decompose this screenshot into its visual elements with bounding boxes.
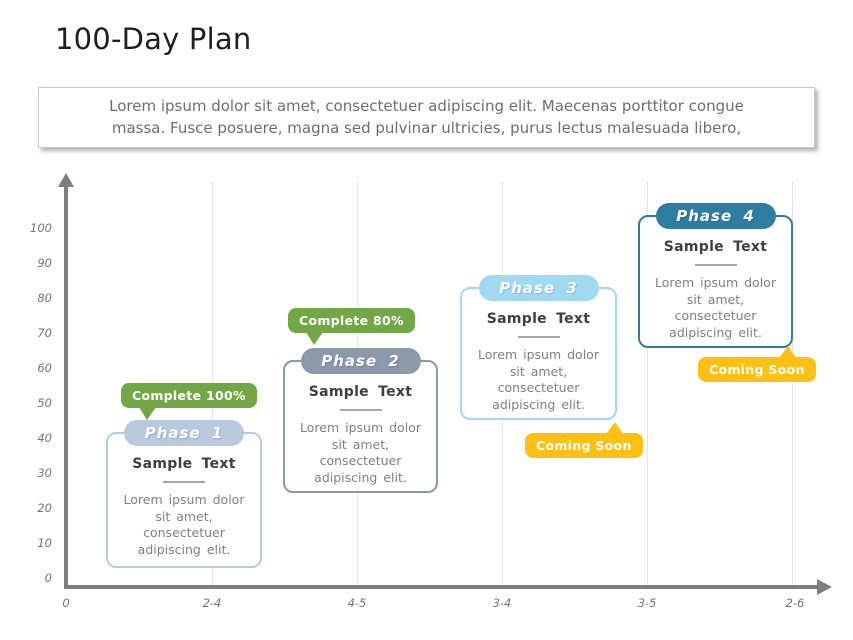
y-axis-arrow-icon [58,173,74,187]
x-axis-arrow-icon [817,579,832,595]
phase-3-status-badge: Coming Soon [525,422,643,458]
x-tick-label: 2-4 [202,596,222,610]
phase-2-header-pill: Phase 2 [300,348,421,374]
phase-4-header-pill: Phase 4 [655,203,776,229]
phase-4-body: Lorem ipsum dolor sit amet, consectetuer… [655,275,776,340]
page-title: 100-Day Plan [55,22,252,56]
phase-1-body: Lorem ipsum dolor sit amet, consectetuer… [123,492,245,557]
phase-1-title: Sample Text [132,456,236,472]
phase-3-header-pill: Phase 3 [478,275,599,301]
phase-4-title: Sample Text [663,239,768,255]
y-tick-label: 20 [37,501,52,515]
y-tick-label: 10 [37,536,52,550]
subtitle-box: Lorem ipsum dolor sit amet, consectetuer… [38,87,815,148]
phase-2-title: Sample Text [308,384,413,400]
gridline [792,182,793,586]
phase-3-title: Sample Text [486,311,591,327]
y-tick-label: 70 [37,326,52,340]
phase-2-card: Phase 2 Sample Text Lorem ipsum dolor si… [283,348,438,493]
subtitle-text: Lorem ipsum dolor sit amet, consectetuer… [109,96,744,137]
phase-1-status-badge: Complete 100% [121,383,257,420]
x-tick-label: 3-5 [637,596,657,610]
y-tick-label: 90 [37,256,52,270]
y-axis [64,186,68,586]
x-tick-label: 3-4 [492,596,512,610]
x-axis [64,585,818,589]
y-tick-label: 100 [30,221,52,235]
phase-2-status-badge: Complete 80% [288,308,415,345]
phase-3-body: Lorem ipsum dolor sit amet, consectetuer… [478,347,599,412]
y-tick-label: 30 [37,466,52,480]
phase-1-card: Phase 1 Sample Text Lorem ipsum dolor si… [106,420,262,568]
x-tick-label: 2-6 [785,596,805,610]
phase-4-status-badge: Coming Soon [698,346,816,382]
y-tick-label: 60 [37,361,52,375]
phase-3-card: Phase 3 Sample Text Lorem ipsum dolor si… [460,275,617,420]
divider [694,264,737,266]
phase-4-card: Phase 4 Sample Text Lorem ipsum dolor si… [638,203,793,348]
y-tick-label: 50 [37,396,52,410]
phase-2-body: Lorem ipsum dolor sit amet, consectetuer… [300,420,421,485]
y-tick-label: 40 [37,431,52,445]
x-tick-label: 4-5 [347,596,367,610]
y-tick-label: 0 [44,571,52,585]
divider [163,481,205,483]
gridline [647,182,648,586]
y-tick-label: 80 [37,291,52,305]
phase-1-header-pill: Phase 1 [124,420,244,446]
x-tick-label: 0 [62,596,70,610]
divider [339,409,382,411]
divider [517,336,560,338]
